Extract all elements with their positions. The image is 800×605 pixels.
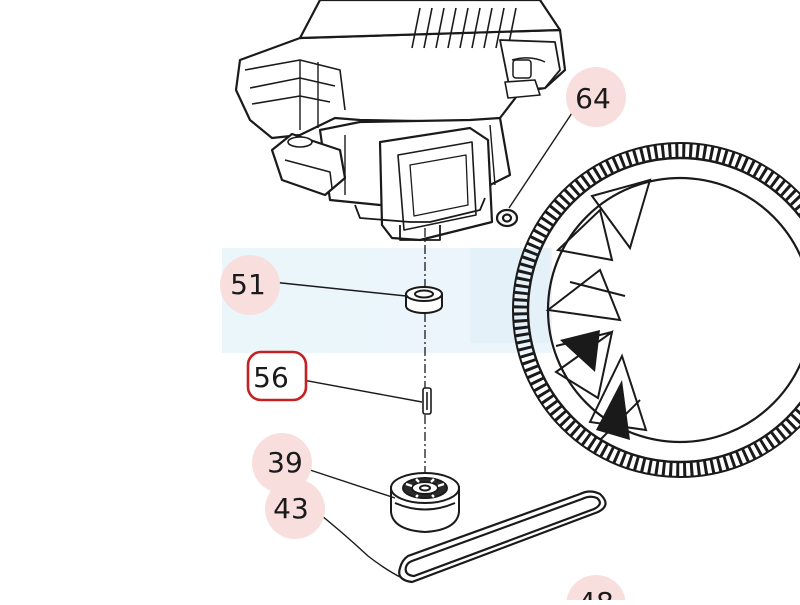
leader-51 xyxy=(271,281,407,297)
washer-part-64 xyxy=(495,208,519,228)
leader-lines xyxy=(271,109,575,579)
part-label-39: 39 xyxy=(267,446,303,479)
highlight-box-56 xyxy=(246,350,308,402)
callout-bubbles xyxy=(220,67,626,605)
part-label-51: 51 xyxy=(230,268,266,301)
callout-bubble-48 xyxy=(566,575,626,605)
key-part-56 xyxy=(422,387,432,415)
callout-bubble-64 xyxy=(566,67,626,127)
leader-43 xyxy=(311,507,403,579)
leader-64 xyxy=(508,109,575,209)
pulley-part-39 xyxy=(390,472,460,534)
part-label-43: 43 xyxy=(273,492,309,525)
leader-39 xyxy=(309,469,396,499)
engine-assembly xyxy=(234,0,567,242)
leader-56 xyxy=(291,377,423,403)
callout-bubble-43 xyxy=(265,479,325,539)
spacer-part-51 xyxy=(405,286,443,314)
part-label-48: 48 xyxy=(578,586,614,600)
watermark-band xyxy=(222,248,552,353)
callout-bubble-39 xyxy=(252,433,312,493)
gear-wheel xyxy=(512,142,800,478)
drive-belt-part-43 xyxy=(398,490,607,584)
part-label-56: 56 xyxy=(253,361,289,394)
callout-bubble-51 xyxy=(220,255,280,315)
part-label-64: 64 xyxy=(575,82,611,115)
